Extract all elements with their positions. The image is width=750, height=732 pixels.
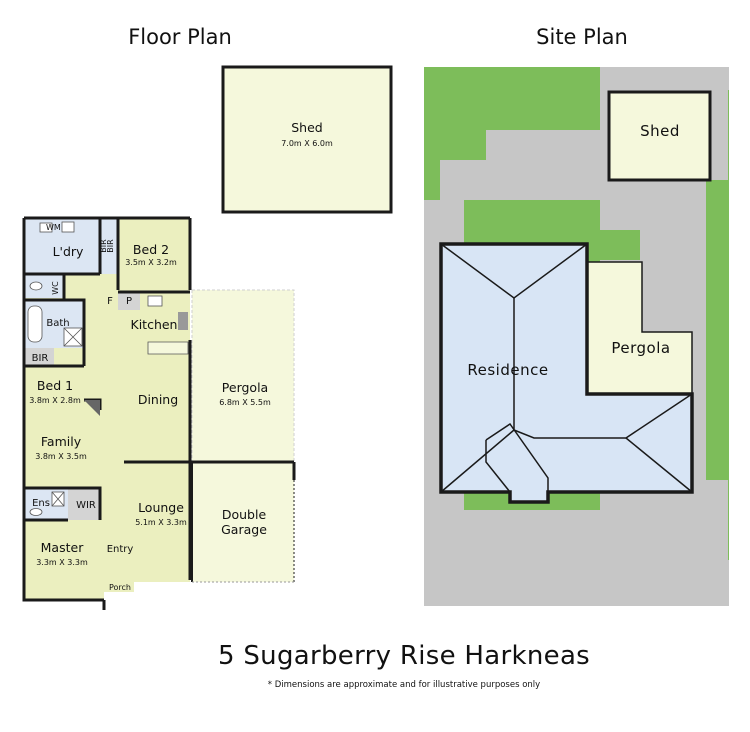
- disclaimer: * Dimensions are approximate and for ill…: [268, 680, 540, 690]
- wc-label: WC: [51, 281, 60, 295]
- lounge-label: Lounge: [138, 500, 184, 515]
- bir-side-label: BIR: [99, 239, 108, 253]
- laundry-sink-icon: [61, 221, 75, 233]
- site-pergola-label: Pergola: [611, 339, 670, 357]
- kitchen-sink-icon: [147, 295, 163, 307]
- pergola-label: Pergola: [222, 380, 268, 395]
- bir2-label: BIR: [32, 353, 49, 364]
- site-plan-heading: Site Plan: [536, 25, 628, 49]
- laundry-label: L'dry: [53, 244, 84, 259]
- site-residence-label: Residence: [467, 361, 548, 379]
- shower-cross-icon: [63, 327, 83, 347]
- family-label: Family: [41, 434, 82, 449]
- site-driveway: [424, 560, 729, 606]
- floor-shed-label: Shed: [291, 120, 322, 135]
- ensuite-label: Ens: [32, 498, 50, 509]
- bir-area: [100, 218, 118, 274]
- floor-shed-dims: 7.0m X 6.0m: [281, 139, 333, 148]
- site-shed: [607, 90, 712, 182]
- kitchen-bench: [147, 341, 189, 355]
- wir-label: WIR: [76, 500, 96, 511]
- cooktop-icon: [178, 312, 188, 330]
- dining-label: Dining: [138, 392, 178, 407]
- bed1-label: Bed 1: [37, 378, 73, 393]
- porch-label: Porch: [109, 583, 131, 592]
- garage-label-line1: Double: [222, 507, 267, 522]
- pantry-label: P: [126, 296, 132, 307]
- master-label: Master: [41, 540, 85, 555]
- family-dims: 3.8m X 3.5m: [35, 452, 87, 461]
- toilet-icon: [29, 281, 43, 291]
- corner-fill: [84, 400, 100, 416]
- bath-label: Bath: [46, 318, 69, 329]
- roof-lines: [440, 243, 693, 502]
- fridge-label: F: [107, 296, 113, 307]
- floor-garage: [192, 462, 294, 582]
- washing-machine-icon: [39, 222, 53, 233]
- kitchen-label: Kitchen: [131, 317, 178, 332]
- pergola-dims: 6.8m X 5.5m: [219, 398, 271, 407]
- property-address: 5 Sugarberry Rise Harkneas: [218, 641, 590, 671]
- master-dims: 3.3m X 3.3m: [36, 558, 88, 567]
- entry-label: Entry: [107, 544, 134, 555]
- floor-plan: Shed 7.0m X 6.0m: [22, 65, 393, 610]
- ensuite-shower-cross: [51, 491, 65, 507]
- floor-pergola: [191, 289, 295, 463]
- bathtub-icon: [27, 305, 43, 343]
- floor-shed: [221, 65, 393, 214]
- wm-label: WM: [46, 223, 61, 232]
- pantry-area: [118, 292, 140, 310]
- lounge-dims: 5.1m X 3.3m: [135, 518, 187, 527]
- ensuite-basin-icon: [29, 508, 43, 516]
- house-walls: [22, 216, 296, 610]
- bir2-area: [24, 348, 54, 366]
- site-rear-strip: [600, 67, 729, 90]
- bir-label: BIR: [106, 239, 115, 253]
- floor-plan-heading: Floor Plan: [128, 25, 232, 49]
- bed1-dims: 3.8m X 2.8m: [29, 396, 81, 405]
- garage-label-line2: Garage: [221, 522, 267, 537]
- site-shed-label: Shed: [640, 122, 680, 140]
- bed2-dims: 3.5m X 3.2m: [125, 258, 177, 267]
- site-plan: Shed Pergola Residence: [424, 67, 729, 606]
- bed2-label: Bed 2: [133, 242, 169, 257]
- wir-area: [68, 488, 100, 520]
